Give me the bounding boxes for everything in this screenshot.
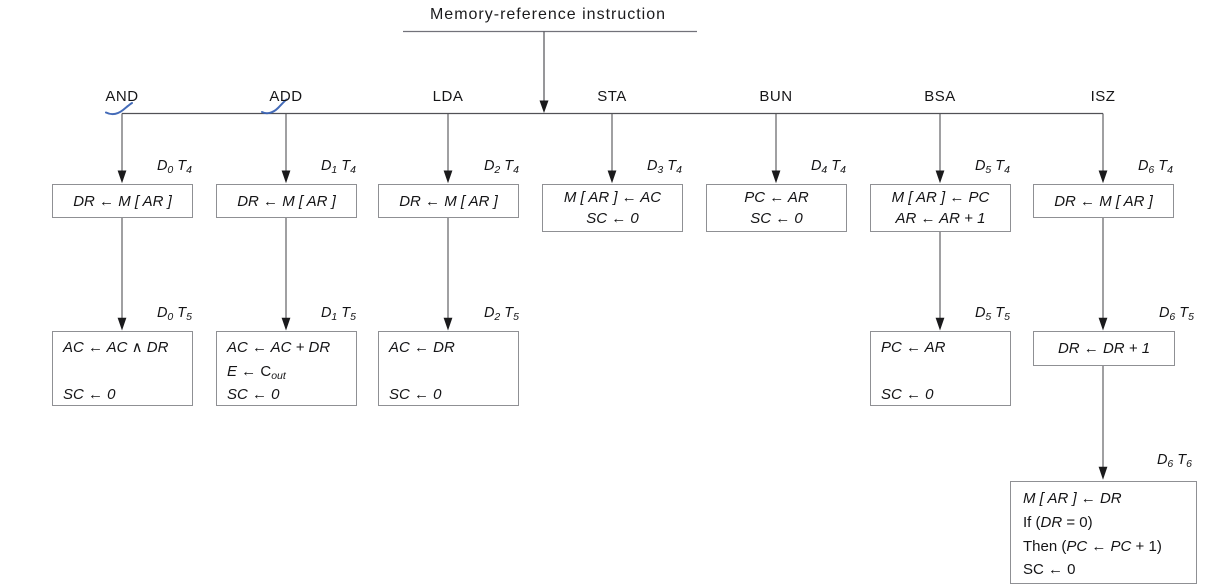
condition-text: = 0)	[1062, 513, 1093, 531]
box-and-d0t5: AC ← AC ∧ DR SC ← 0	[52, 331, 193, 406]
box-sta-d3t4: M [ AR ] ← AC SC ← 0	[542, 184, 683, 232]
if-keyword: If (	[1023, 513, 1041, 531]
timing-label-d2t5: D2 T5	[483, 305, 519, 323]
rtl-statement: M [ AR ] ← AC	[563, 189, 662, 206]
timing-label-d0t5: D0 T5	[156, 305, 192, 323]
rtl-statement: SC ← 0	[586, 210, 639, 227]
timing-label-d6t4: D6 T4	[1137, 158, 1173, 176]
blank-line	[63, 360, 188, 384]
then-keyword: Then (	[1023, 537, 1067, 555]
blank-line	[881, 360, 1006, 384]
box-add-d1t5: AC ← AC + DR E ← Cout SC ← 0	[216, 331, 357, 406]
timing-label-d4t4: D4 T4	[810, 158, 846, 176]
rtl-statement: SC ← 0	[227, 386, 280, 403]
box-bsa-d5t5: PC ← AR SC ← 0	[870, 331, 1011, 406]
rtl-statement: M [ AR ] ← PC	[891, 189, 990, 206]
branch-label-lda: LDA	[432, 88, 464, 105]
rtl-statement: DR ← DR + 1	[1057, 340, 1151, 357]
timing-label-d6t5: D6 T5	[1158, 305, 1194, 323]
arrowhead-icon	[935, 170, 945, 184]
diagram-title: Memory-reference instruction	[429, 6, 667, 23]
branch-label-bun: BUN	[759, 88, 793, 105]
rtl-statement: SC ← 0	[63, 386, 116, 403]
rtl-statement: E ← Cout	[227, 360, 352, 384]
branch-label-bsa: BSA	[924, 88, 956, 105]
box-lda-d2t4: DR ← M [ AR ]	[378, 184, 519, 218]
timing-label-d0t4: D0 T4	[156, 158, 192, 176]
arrowhead-icon	[1098, 170, 1108, 184]
rtl-statement: If (DR = 0)	[1023, 511, 1192, 535]
arrowhead-icon	[443, 317, 453, 331]
register-pc: PC	[1066, 537, 1088, 555]
rtl-statement: DR ← M [ AR ]	[73, 192, 172, 210]
rtl-statement: SC ← 0	[1023, 561, 1076, 579]
timing-label-d6t6: D6 T6	[1156, 452, 1192, 470]
arrowhead-icon	[117, 170, 127, 184]
branch-label-sta: STA	[597, 88, 627, 105]
register-e: E	[227, 362, 238, 380]
box-isz-d6t4: DR ← M [ AR ]	[1033, 184, 1174, 218]
arrowhead-icon	[607, 170, 617, 184]
branch-label-isz: ISZ	[1090, 88, 1116, 105]
arrowhead-icon	[281, 170, 291, 184]
blue-check-icon	[261, 98, 288, 115]
box-bun-d4t4: PC ← AR SC ← 0	[706, 184, 847, 232]
rtl-statement: AC ← AC + DR	[227, 339, 331, 356]
arrowhead-icon	[281, 317, 291, 331]
box-isz-d6t6: M [ AR ] ← DR If (DR = 0) Then (PC ← PC …	[1010, 481, 1197, 584]
rtl-statement: DR ← M [ AR ]	[237, 192, 336, 210]
box-add-d1t4: DR ← M [ AR ]	[216, 184, 357, 218]
blue-check-icon	[105, 102, 133, 116]
timing-label-d2t4: D2 T4	[483, 158, 519, 176]
rtl-statement: PC ← AR	[744, 189, 809, 206]
rtl-statement: Then (PC ← PC + 1)	[1023, 535, 1192, 559]
branch-label-add: ADD	[269, 88, 303, 105]
rtl-statement: DR ← M [ AR ]	[1054, 192, 1153, 210]
timing-label-d5t4: D5 T4	[974, 158, 1010, 176]
timing-label-d5t5: D5 T5	[974, 305, 1010, 323]
rtl-statement: SC ← 0	[750, 210, 803, 227]
rtl-statement: SC ← 0	[881, 386, 934, 403]
rtl-statement: AC ← DR	[389, 339, 455, 356]
register-pc: PC	[1110, 537, 1132, 555]
arrow-symbol: ←	[1087, 537, 1111, 555]
branch-label-and: AND	[105, 88, 139, 105]
box-and-d0t4: DR ← M [ AR ]	[52, 184, 193, 218]
arrowhead-icon	[771, 170, 781, 184]
arrowhead-icon	[117, 317, 127, 331]
arrowhead-icon	[443, 170, 453, 184]
rtl-statement: AR ← AR + 1	[895, 210, 986, 227]
arrowhead-icon	[1098, 466, 1108, 480]
timing-label-d1t4: D1 T4	[320, 158, 356, 176]
carry-symbol: ← C	[237, 362, 272, 380]
box-bsa-d5t4: M [ AR ] ← PC AR ← AR + 1	[870, 184, 1011, 232]
increment-text: + 1)	[1131, 537, 1162, 555]
rtl-statement: PC ← AR	[881, 339, 946, 356]
timing-label-d3t4: D3 T4	[646, 158, 682, 176]
arrowhead-icon	[1098, 317, 1108, 331]
box-isz-d6t5: DR ← DR + 1	[1033, 331, 1175, 366]
timing-label-d1t5: D1 T5	[320, 305, 356, 323]
rtl-statement: AC ← AC ∧ DR	[63, 339, 169, 356]
blank-line	[389, 360, 514, 384]
box-lda-d2t5: AC ← DR SC ← 0	[378, 331, 519, 406]
rtl-statement: DR ← M [ AR ]	[399, 192, 498, 210]
rtl-statement: SC ← 0	[389, 386, 442, 403]
register-dr: DR	[1040, 513, 1063, 531]
arrowhead-icon	[539, 100, 549, 113]
carry-subscript: out	[271, 369, 286, 382]
arrowhead-icon	[935, 317, 945, 331]
rtl-statement: M [ AR ] ← DR	[1023, 490, 1122, 507]
